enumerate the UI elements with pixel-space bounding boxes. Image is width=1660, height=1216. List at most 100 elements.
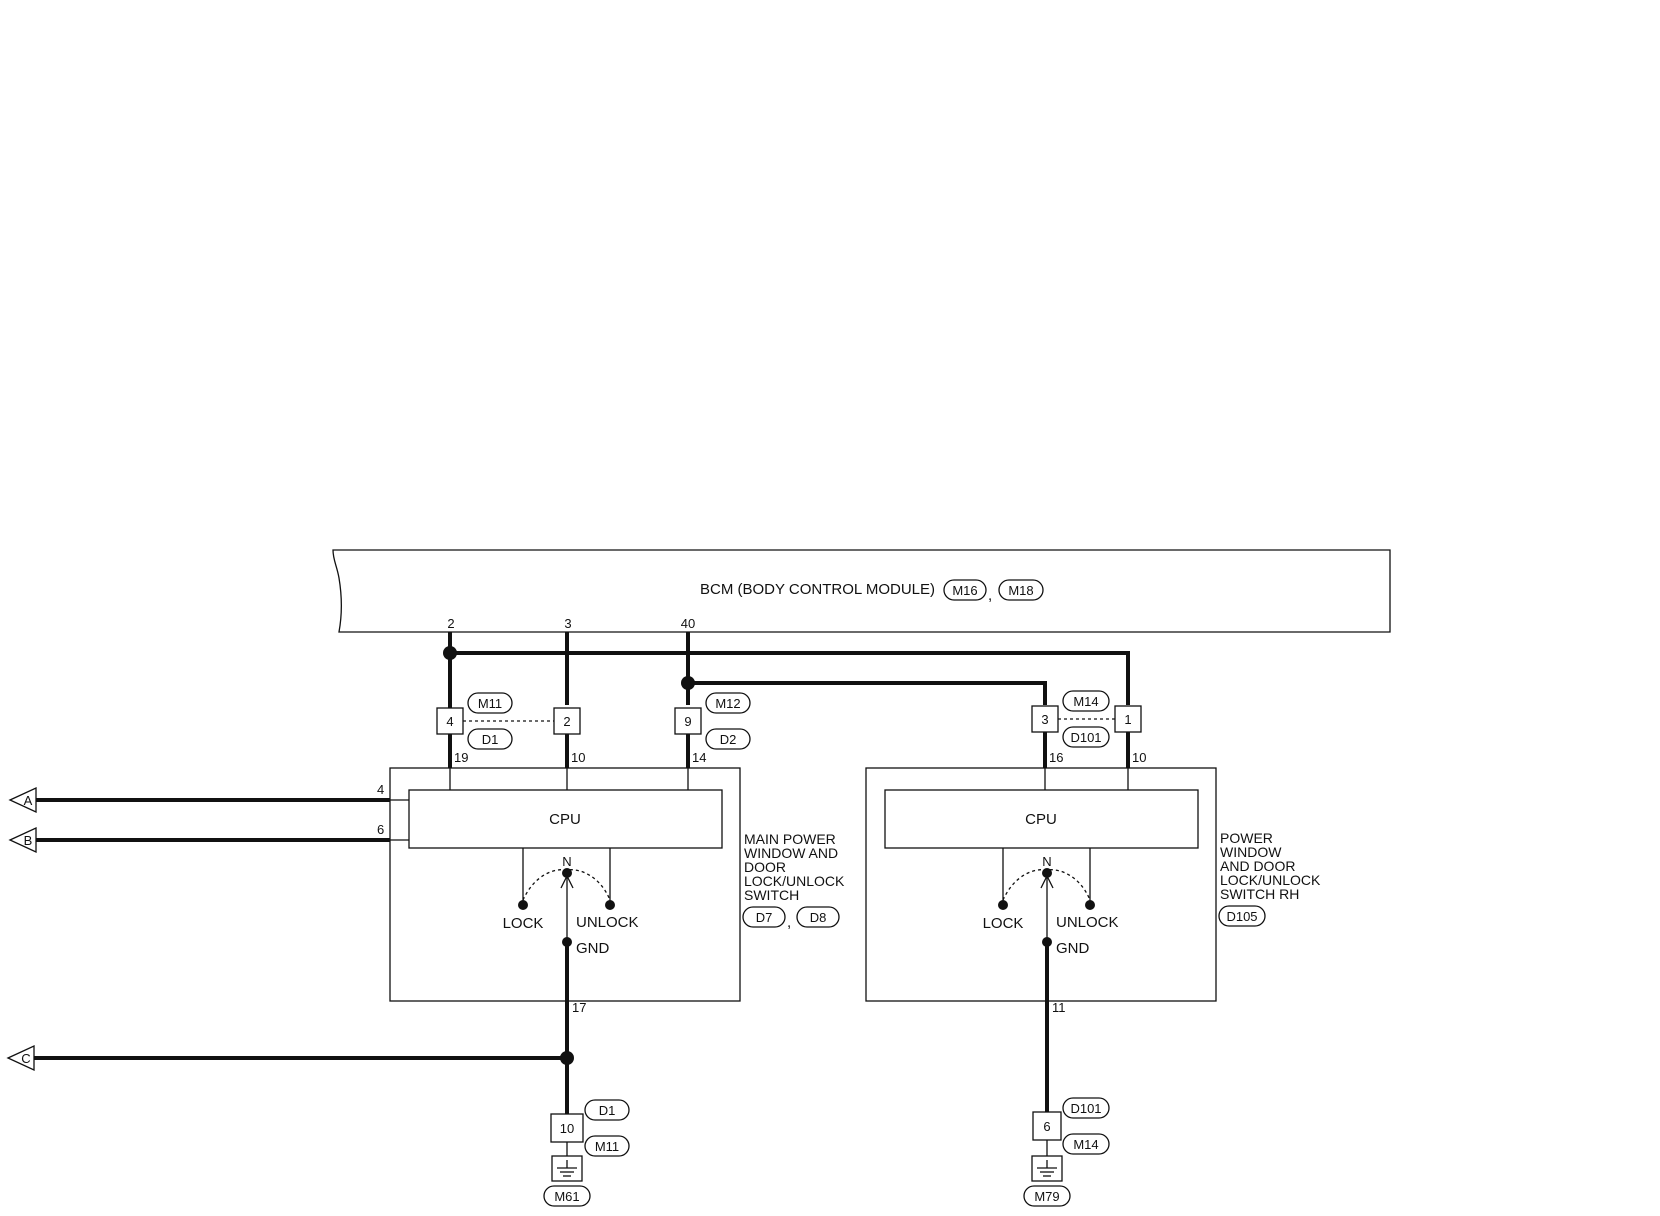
svg-text:M14: M14 (1073, 694, 1098, 709)
svg-text:9: 9 (684, 714, 691, 729)
bcm-wires (443, 632, 1130, 720)
svg-text:D7: D7 (756, 910, 773, 925)
svg-text:C: C (21, 1051, 30, 1066)
main-switch-pin-19: 19 (454, 750, 468, 765)
ground-left-connector-d1: D1 (584, 1099, 630, 1121)
main-power-window-switch: CPU 4 6 N LOCK UNLOCK GND (377, 767, 741, 1002)
connector-pin-3 (1031, 705, 1059, 733)
splice-dot-ground-left (560, 1051, 574, 1065)
rh-switch-connector-d105: D105 (1218, 905, 1266, 927)
svg-text:CPU: CPU (549, 811, 581, 828)
rh-switch-cpu (884, 789, 1199, 849)
bcm-pin-2: 2 (447, 616, 454, 631)
svg-text:M79: M79 (1034, 1189, 1059, 1204)
ground-right-m79: M79 (1023, 1185, 1071, 1207)
main-switch-pin-17: 17 (572, 1000, 586, 1015)
ground-circuit-right: 11 6 D101 M14 M79 (1023, 1000, 1110, 1207)
arrow-connector-a: A (8, 786, 390, 814)
rh-switch-lock: LOCK (983, 915, 1024, 932)
svg-text:M12: M12 (715, 696, 740, 711)
junction-d2: D2 (705, 728, 751, 750)
connector-pin-1 (1114, 705, 1142, 733)
main-switch-cpu (408, 789, 723, 849)
main-switch-pin-4: 4 (377, 782, 384, 797)
rh-switch-name-3: AND DOOR (1220, 858, 1295, 874)
rh-power-window-switch: CPU N LOCK UNLOCK GND (865, 767, 1217, 1002)
rh-switch-unlock: UNLOCK (1056, 914, 1119, 931)
svg-text:6: 6 (1043, 1119, 1050, 1134)
main-switch-pin-6: 6 (377, 822, 384, 837)
main-switch-name-5: SWITCH (744, 887, 799, 903)
svg-text:M14: M14 (1073, 1137, 1098, 1152)
svg-text:D1: D1 (599, 1103, 616, 1118)
main-switch-connector-d7: D7 (742, 906, 786, 928)
ground-left-m61: M61 (543, 1185, 591, 1207)
main-switch-name-3: DOOR (744, 859, 786, 875)
svg-text:CPU: CPU (1025, 811, 1057, 828)
bcm-connector-m16: M16 (943, 579, 987, 601)
bcm-module: BCM (BODY CONTROL MODULE) M16 , M18 2 3 … (332, 549, 1391, 633)
ground-left-symbol-icon (557, 1160, 577, 1177)
svg-text:M11: M11 (595, 1139, 619, 1154)
main-switch-unlock: UNLOCK (576, 914, 639, 931)
junction-m14: M14 (1062, 690, 1110, 712)
ground-left-connector-m11: M11 (584, 1135, 630, 1157)
main-switch-pin-10: 10 (571, 750, 585, 765)
rh-switch-name-4: LOCK/UNLOCK (1220, 872, 1321, 888)
junction-d1: D1 (467, 728, 513, 750)
bcm-title: BCM (BODY CONTROL MODULE) (700, 581, 935, 598)
rh-switch-gnd: GND (1056, 940, 1090, 957)
bcm-pin-40: 40 (681, 616, 695, 631)
switch-feed-wires: 19 10 14 16 10 (448, 732, 1146, 768)
svg-text:2: 2 (563, 714, 570, 729)
junction-d101: D101 (1062, 726, 1110, 748)
svg-text:3: 3 (1041, 712, 1048, 727)
svg-text:A: A (24, 793, 33, 808)
svg-text:4: 4 (446, 714, 453, 729)
splice-dot-bcm-40 (681, 676, 695, 690)
main-switch-name-2: WINDOW AND (744, 845, 838, 861)
arrow-connector-b: B (8, 826, 390, 854)
svg-text:D1: D1 (482, 732, 499, 747)
rh-switch-neutral: N (1042, 854, 1051, 869)
main-switch-connector-d8: D8 (796, 906, 840, 928)
ground-right-connector-m14: M14 (1062, 1133, 1110, 1155)
svg-text:M18: M18 (1008, 583, 1033, 598)
rh-switch-pin-10: 10 (1132, 750, 1146, 765)
ground-right-connector-d101: D101 (1062, 1097, 1110, 1119)
splice-dot-bcm-2 (443, 646, 457, 660)
main-switch-connector-separator: , (787, 914, 791, 931)
ground-circuit-left: 17 10 D1 M11 M61 (543, 1000, 630, 1207)
main-switch-label: MAIN POWER WINDOW AND DOOR LOCK/UNLOCK S… (742, 831, 845, 931)
main-switch-pin-14: 14 (692, 750, 706, 765)
main-switch-name-1: MAIN POWER (744, 831, 836, 847)
arrow-connector-c: C (6, 1044, 567, 1072)
svg-text:M11: M11 (478, 696, 502, 711)
rh-switch-pin-16: 16 (1049, 750, 1063, 765)
rh-switch-pin-11: 11 (1052, 1000, 1066, 1015)
ground-right-connector-pin (1032, 1111, 1062, 1141)
bcm-connector-separator: , (988, 587, 992, 604)
svg-text:D105: D105 (1226, 909, 1257, 924)
svg-text:D101: D101 (1070, 1101, 1101, 1116)
svg-text:D8: D8 (810, 910, 827, 925)
rh-switch-label: POWER WINDOW AND DOOR LOCK/UNLOCK SWITCH… (1218, 830, 1321, 927)
main-switch-gnd: GND (576, 940, 610, 957)
junction-m12: M12 (705, 692, 751, 714)
rh-switch-name-2: WINDOW (1220, 844, 1282, 860)
main-switch-neutral: N (562, 854, 571, 869)
rh-switch-name-5: SWITCH RH (1220, 886, 1299, 902)
harness-connectors: 4 2 M11 D1 9 M12 D2 3 1 M14 (436, 690, 1142, 750)
junction-m11: M11 (467, 692, 513, 714)
svg-text:10: 10 (560, 1121, 574, 1136)
connector-pin-2 (553, 707, 581, 735)
svg-text:M61: M61 (554, 1189, 579, 1204)
bcm-pin-3: 3 (564, 616, 571, 631)
svg-text:1: 1 (1124, 712, 1131, 727)
svg-text:D2: D2 (720, 732, 737, 747)
rh-switch-name-1: POWER (1220, 830, 1273, 846)
ground-right-symbol-icon (1037, 1160, 1057, 1177)
main-switch-name-4: LOCK/UNLOCK (744, 873, 845, 889)
main-switch-lock: LOCK (503, 915, 544, 932)
